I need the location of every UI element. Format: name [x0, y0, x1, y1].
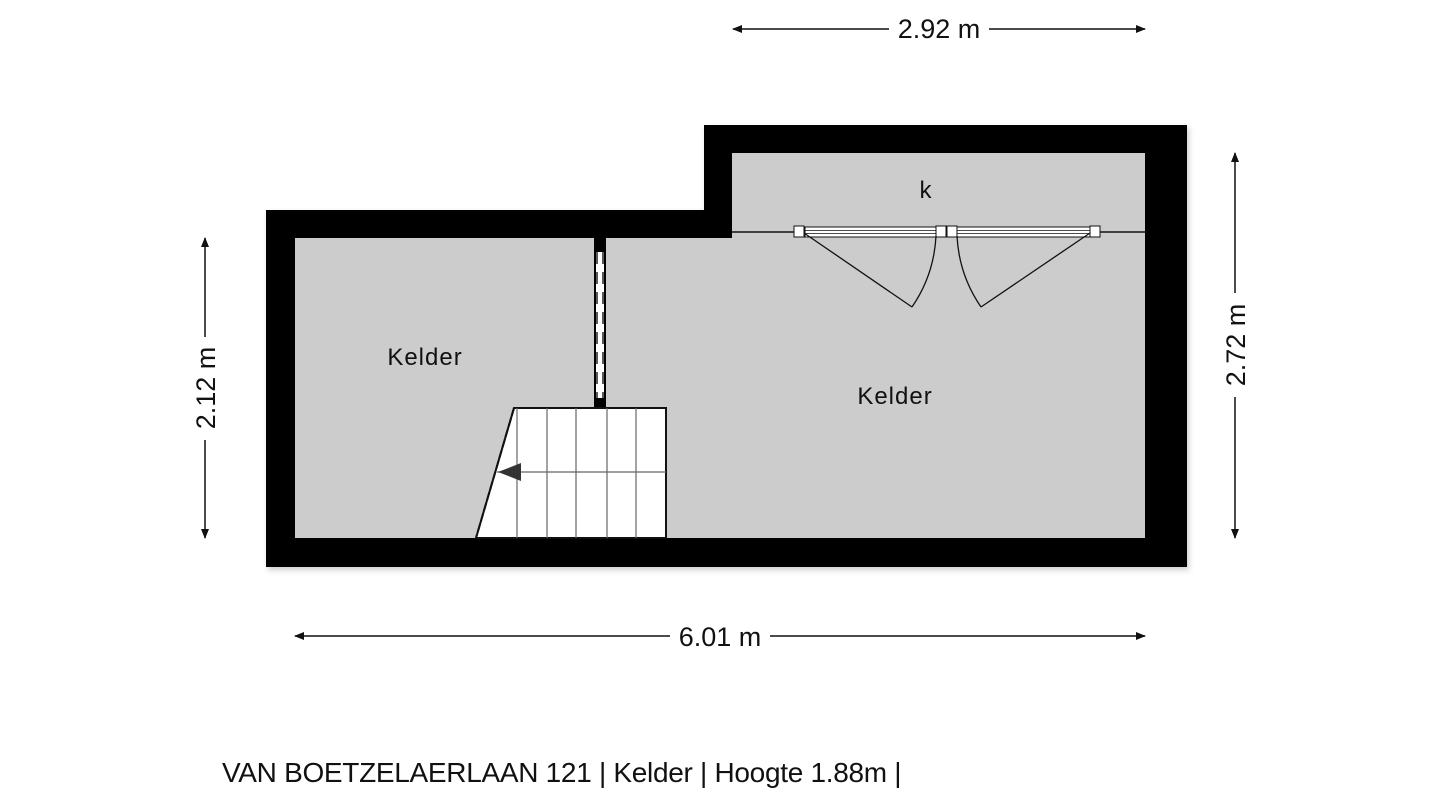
svg-text:2.92 m: 2.92 m — [898, 14, 981, 44]
closet-doors — [793, 225, 1101, 308]
dimension-top: 2.92 m — [732, 14, 1146, 44]
dimension-bottom: 6.01 m — [294, 622, 1146, 652]
room-label-closet: k — [920, 177, 933, 204]
staircase[interactable] — [474, 407, 667, 539]
svg-text:2.72 m: 2.72 m — [1221, 304, 1251, 387]
room-label-kelder-left: Kelder — [387, 344, 462, 371]
room-label-kelder-right: Kelder — [857, 383, 932, 410]
stair-direction-arrow-icon — [498, 463, 521, 481]
dimension-left: 2.12 m — [191, 237, 221, 539]
dimension-right: 2.72 m — [1221, 152, 1251, 539]
floor-caption: VAN BOETZELAERLAAN 121 | Kelder | Hoogte… — [222, 757, 902, 788]
svg-text:6.01 m: 6.01 m — [679, 622, 762, 652]
svg-text:2.12 m: 2.12 m — [191, 347, 221, 430]
wall-opening — [596, 252, 604, 398]
